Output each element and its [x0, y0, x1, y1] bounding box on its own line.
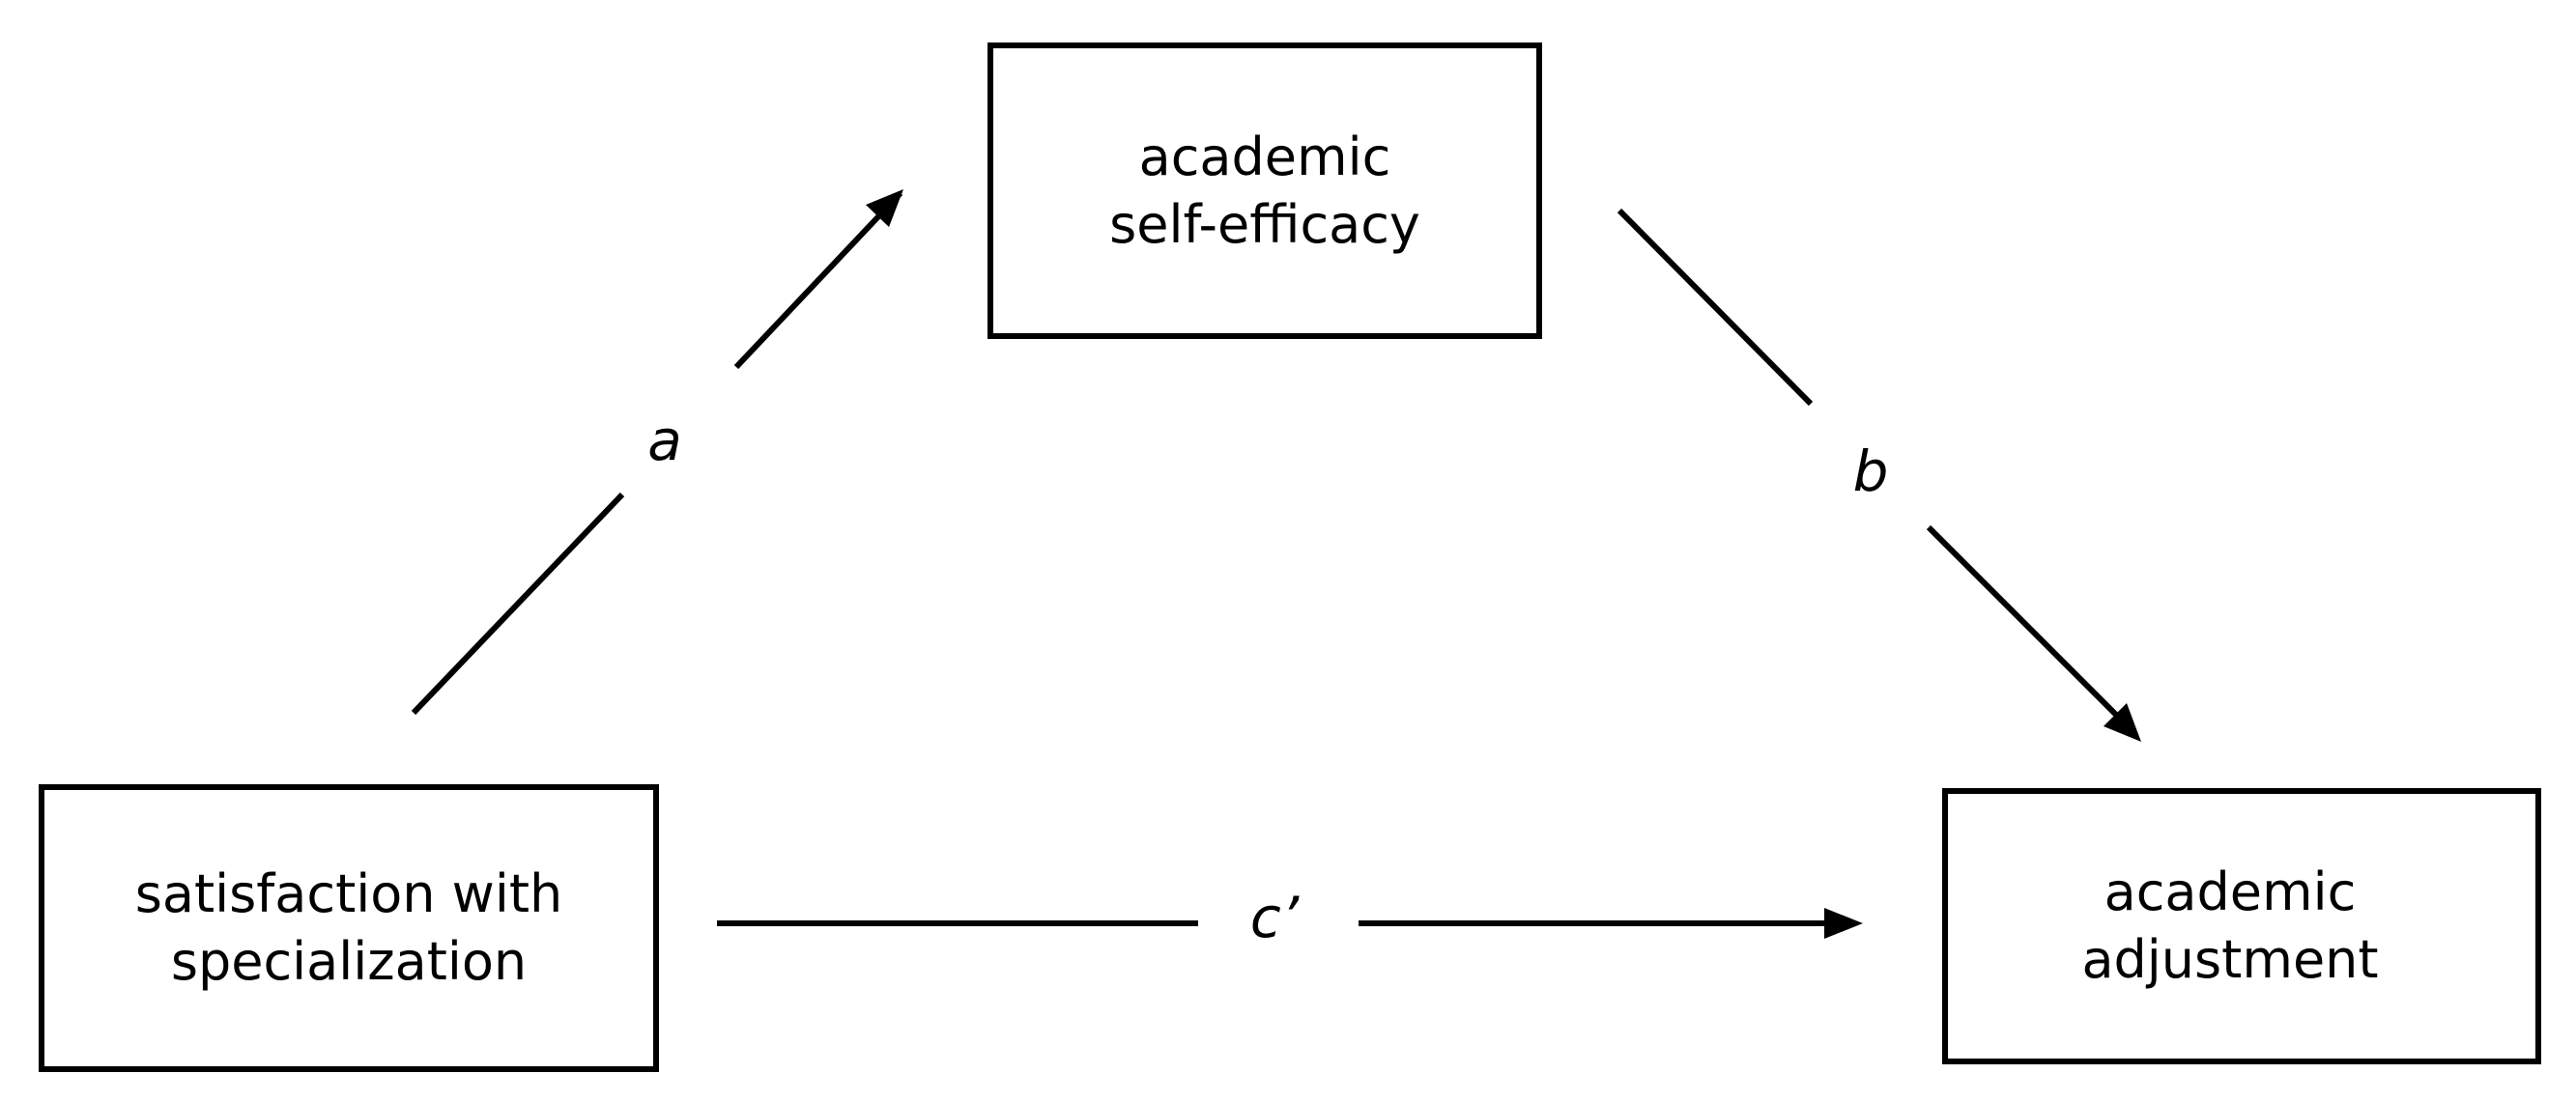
path-b-arrowhead [2104, 703, 2141, 742]
path-c-arrowhead [1824, 908, 1863, 939]
mediator-box: academic self-efficacy [987, 42, 1542, 339]
mediator-label-line2: self-efficacy [1109, 193, 1420, 255]
path-b-line-upper [1617, 208, 1814, 407]
predictor-label-line1: satisfaction with [134, 863, 563, 924]
predictor-label-line2: specialization [170, 931, 528, 992]
path-a-line-lower [411, 492, 625, 716]
path-b-label: b [1852, 438, 1889, 504]
path-b-line-lower [1926, 524, 2127, 725]
mediator-label-line1: academic [1138, 126, 1391, 187]
path-a-arrow [733, 190, 903, 370]
outcome-box: academic adjustment [1942, 788, 2541, 1064]
outcome-label-line1: academic [2104, 862, 2357, 922]
path-a-label: a [647, 408, 682, 473]
predictor-box: satisfaction with specialization [39, 784, 659, 1072]
outcome-label-line2: adjustment [2081, 929, 2379, 990]
path-c-prime-label: c’ [1249, 885, 1300, 950]
path-a-arrowhead [866, 189, 903, 227]
